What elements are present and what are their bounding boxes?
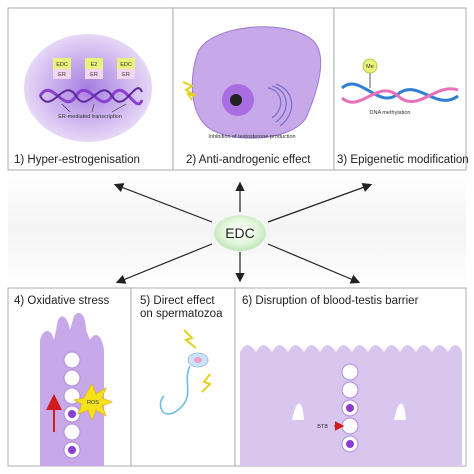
nucleus-shape	[24, 34, 152, 142]
receptor-tag-4: ER	[90, 72, 98, 78]
receptor-tag-2: ER	[58, 72, 66, 78]
receptor-tag-5: EDC	[120, 62, 132, 68]
dna-methylation-label: DNA methylation	[370, 110, 411, 116]
edc-label: EDC	[225, 225, 255, 241]
sperm-tail	[159, 365, 191, 415]
methyl-badge-label: Me	[366, 64, 374, 70]
tissue-hole-right	[394, 403, 406, 420]
lightning-icon-b	[201, 373, 212, 393]
lightning-icon	[182, 81, 197, 101]
er-transcription-label: ER-mediated transcription	[58, 114, 122, 120]
lightning-icon-a	[183, 329, 197, 349]
panel-hyper-estrogenisation: EDC ER E2 ER EDC ER ER-mediated transcri…	[7, 7, 174, 171]
caption-oxidative-stress: 4) Oxidative stress	[14, 295, 109, 307]
panel-anti-androgenic: Inhibition of testosterone production 2)…	[172, 7, 335, 171]
btb-label: BTB	[317, 424, 328, 430]
caption-hyper-estrogenisation: 1) Hyper-estrogenisation	[14, 154, 140, 166]
ros-burst-icon	[72, 383, 114, 422]
testosterone-inhibition-label: Inhibition of testosterone production	[208, 134, 295, 140]
receptor-stack-1: EDC ER	[53, 58, 71, 79]
er-membranes	[267, 83, 293, 127]
panel-epigenetic: Me DNA methylation 3) Epigenetic modific…	[333, 7, 469, 171]
methyl-badge	[362, 58, 378, 74]
tissue-hole-left	[292, 403, 304, 420]
receptor-stack-3: EDC ER	[117, 58, 135, 79]
ros-label: ROS	[87, 400, 99, 406]
caption-spermatozoa-line2: on spermatozoa	[140, 308, 223, 320]
btb-germ-column	[341, 363, 359, 453]
caption-epigenetic: 3) Epigenetic modification	[337, 154, 469, 166]
receptor-tag-6: ER	[122, 72, 130, 78]
panel-spermatozoa: 5) Direct effect on spermatozoa	[130, 287, 236, 467]
panel-oxidative-stress: ROS 4) Oxidative stress	[7, 287, 132, 467]
receptor-tag-1: EDC	[56, 62, 68, 68]
caption-blood-testis-barrier: 6) Disruption of blood-testis barrier	[242, 295, 419, 307]
panel-blood-testis-barrier: BTB 6) Disruption of blood-testis barrie…	[234, 287, 467, 467]
leydig-cell-shape	[191, 26, 322, 139]
dna-strand-blue	[341, 82, 459, 102]
dna-strand-pink	[341, 87, 459, 104]
caption-spermatozoa-line1: 5) Direct effect	[140, 295, 215, 307]
receptor-tag-3: E2	[91, 62, 98, 68]
germ-cell-column	[63, 351, 81, 459]
receptor-stack-2: E2 ER	[85, 58, 103, 79]
edc-bubble	[214, 215, 266, 251]
center-arrows	[113, 181, 373, 284]
caption-anti-androgenic: 2) Anti-androgenic effect	[186, 154, 311, 166]
